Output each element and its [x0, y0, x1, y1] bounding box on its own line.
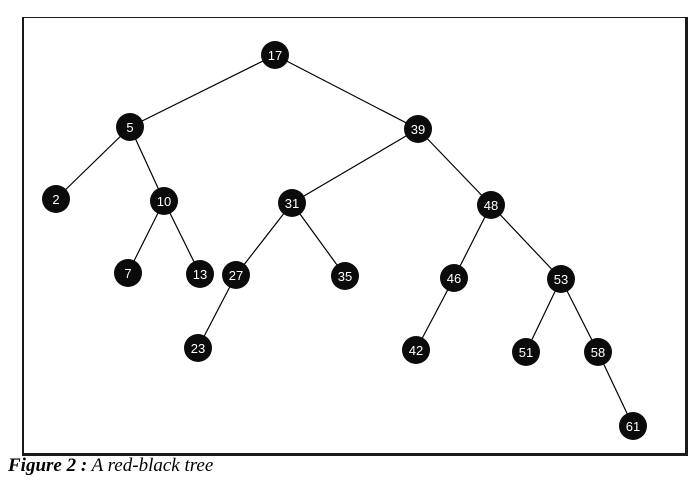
node-label-53: 53 — [554, 272, 568, 287]
figure-caption: Figure 2 : A red-black tree — [8, 455, 213, 477]
node-label-46: 46 — [447, 271, 461, 286]
node-label-7: 7 — [124, 266, 131, 281]
edge-31-27 — [235, 202, 293, 276]
figure-frame — [22, 17, 688, 456]
node-circle-35 — [331, 262, 359, 290]
node-label-58: 58 — [591, 345, 605, 360]
node-label-10: 10 — [157, 194, 171, 209]
node-label-5: 5 — [126, 120, 133, 135]
tree-node-13: 13 — [186, 260, 214, 288]
edge-5-2 — [55, 126, 131, 200]
node-circle-7 — [114, 259, 142, 287]
edge-39-31 — [291, 128, 419, 204]
figure-title: A red-black tree — [91, 455, 214, 476]
node-label-51: 51 — [519, 345, 533, 360]
tree-node-17: 17 — [261, 41, 289, 69]
tree-node-31: 31 — [278, 189, 306, 217]
edge-48-53 — [490, 204, 562, 280]
tree-nodes: 17 5 39 2 10 7 13 31 48 27 35 23 46 53 42 51 58 61 — [42, 41, 647, 440]
node-label-23: 23 — [191, 341, 205, 356]
tree-node-10: 10 — [150, 187, 178, 215]
node-circle-61 — [619, 412, 647, 440]
node-label-61: 61 — [626, 419, 640, 434]
node-label-27: 27 — [229, 268, 243, 283]
node-circle-13 — [186, 260, 214, 288]
node-label-2: 2 — [52, 192, 59, 207]
node-circle-46 — [440, 264, 468, 292]
node-circle-58 — [584, 338, 612, 366]
node-circle-27 — [222, 261, 250, 289]
node-label-42: 42 — [409, 343, 423, 358]
edge-39-48 — [417, 128, 492, 206]
node-circle-39 — [404, 115, 432, 143]
node-circle-42 — [402, 336, 430, 364]
tree-node-2: 2 — [42, 185, 70, 213]
tree-node-53: 53 — [547, 265, 575, 293]
figure-label: Figure 2 : — [8, 455, 88, 476]
node-label-48: 48 — [484, 198, 498, 213]
tree-node-61: 61 — [619, 412, 647, 440]
node-circle-10 — [150, 187, 178, 215]
tree-node-7: 7 — [114, 259, 142, 287]
tree-node-35: 35 — [331, 262, 359, 290]
node-label-17: 17 — [268, 48, 282, 63]
node-circle-17 — [261, 41, 289, 69]
tree-node-5: 5 — [116, 113, 144, 141]
node-label-13: 13 — [193, 267, 207, 282]
node-label-35: 35 — [338, 269, 352, 284]
node-circle-48 — [477, 191, 505, 219]
tree-node-27: 27 — [222, 261, 250, 289]
node-circle-31 — [278, 189, 306, 217]
tree-node-42: 42 — [402, 336, 430, 364]
node-circle-53 — [547, 265, 575, 293]
edge-17-5 — [129, 54, 276, 128]
node-circle-5 — [116, 113, 144, 141]
tree-node-48: 48 — [477, 191, 505, 219]
tree-node-58: 58 — [584, 338, 612, 366]
node-circle-23 — [184, 334, 212, 362]
node-label-31: 31 — [285, 196, 299, 211]
node-circle-51 — [512, 338, 540, 366]
tree-node-39: 39 — [404, 115, 432, 143]
tree-node-23: 23 — [184, 334, 212, 362]
node-circle-2 — [42, 185, 70, 213]
tree-node-51: 51 — [512, 338, 540, 366]
tree-edges — [55, 54, 634, 427]
edge-17-39 — [274, 54, 419, 130]
node-label-39: 39 — [411, 122, 425, 137]
edge-31-35 — [291, 202, 346, 277]
tree-node-46: 46 — [440, 264, 468, 292]
